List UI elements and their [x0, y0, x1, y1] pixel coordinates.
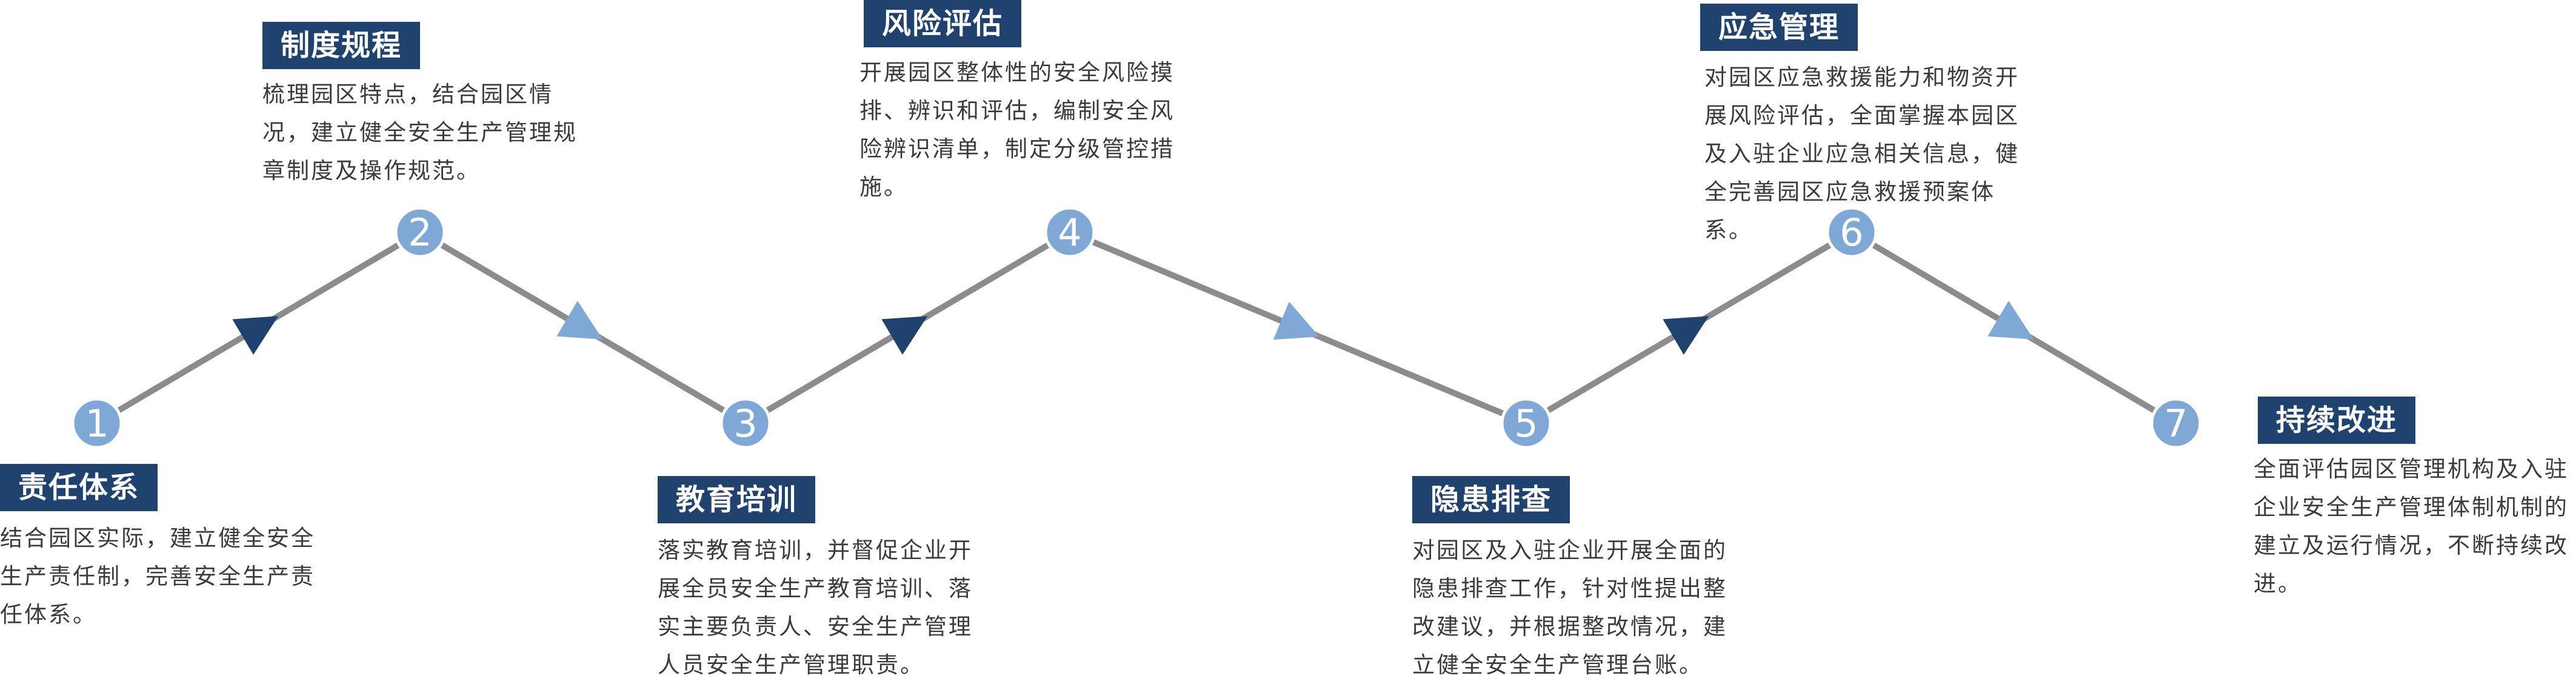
- step-node-3: 3: [719, 397, 772, 449]
- direction-arrow-icon: [556, 300, 603, 340]
- step-node-circle: [719, 397, 772, 449]
- step-7-title: 持续改进: [2258, 397, 2416, 444]
- direction-arrow-icon: [881, 316, 928, 355]
- step-2-title: 制度规程: [262, 22, 421, 69]
- direction-arrow-icon: [1987, 300, 2034, 340]
- step-node-1: 1: [71, 397, 123, 449]
- step-node-4: 4: [1044, 206, 1096, 258]
- step-7-description: 全面评估园区管理机构及入驻企业安全生产管理体制机制的建立及运行情况，不断持续改进…: [2254, 456, 2569, 597]
- step-node-5: 5: [1500, 397, 1552, 449]
- step-3-description: 落实教育培训，并督促企业开展全员安全生产教育培训、落实主要负责人、安全生产管理人…: [658, 537, 973, 678]
- step-node-circle: [1500, 397, 1552, 449]
- step-5-description: 对园区及入驻企业开展全面的隐患排查工作，针对性提出整改建议，并根据整改情况，建立…: [1412, 537, 1727, 678]
- step-node-number: 4: [1058, 210, 1081, 255]
- direction-arrows: [232, 300, 2034, 355]
- step-node-6: 6: [1826, 206, 1878, 258]
- step-6-description: 对园区应急救援能力和物资开展风险评估，全面掌握本园区及入驻企业应急相关信息，健全…: [1704, 64, 2020, 243]
- direction-arrow-icon: [1273, 301, 1320, 340]
- step-5-title: 隐患排查: [1412, 476, 1570, 523]
- step-2-description: 梳理园区特点，结合园区情况，建立健全安全生产管理规章制度及操作规范。: [262, 81, 578, 184]
- step-4-title: 风险评估: [864, 0, 1022, 47]
- step-node-number: 5: [1514, 401, 1538, 446]
- step-node-number: 7: [2164, 401, 2187, 446]
- step-node-number: 1: [85, 401, 108, 446]
- step-4-description: 开展园区整体性的安全风险摸排、辨识和评估，编制安全风险辨识清单，制定分级管控措施…: [859, 59, 1175, 200]
- step-6-title: 应急管理: [1700, 4, 1858, 51]
- direction-arrow-icon: [232, 316, 279, 355]
- step-node-circle: [2150, 397, 2202, 449]
- step-node-circle: [71, 397, 123, 449]
- step-1-title: 责任体系: [0, 464, 158, 511]
- step-node-number: 3: [733, 401, 757, 446]
- step-node-circle: [1044, 206, 1096, 258]
- direction-arrow-icon: [1663, 316, 1709, 355]
- step-node-number: 6: [1840, 210, 1863, 255]
- step-3-title: 教育培训: [658, 476, 816, 523]
- step-node-circle: [1826, 206, 1878, 258]
- step-node-number: 2: [408, 210, 432, 255]
- step-node-circle: [394, 206, 446, 258]
- step-node-7: 7: [2150, 397, 2202, 449]
- connector-lines: [95, 229, 2178, 426]
- step-node-2: 2: [394, 206, 446, 258]
- step-nodes: 1 2 3 4 5 6 7: [71, 206, 2202, 449]
- step-1-description: 结合园区实际，建立健全安全生产责任制，完善安全生产责任体系。: [0, 525, 315, 628]
